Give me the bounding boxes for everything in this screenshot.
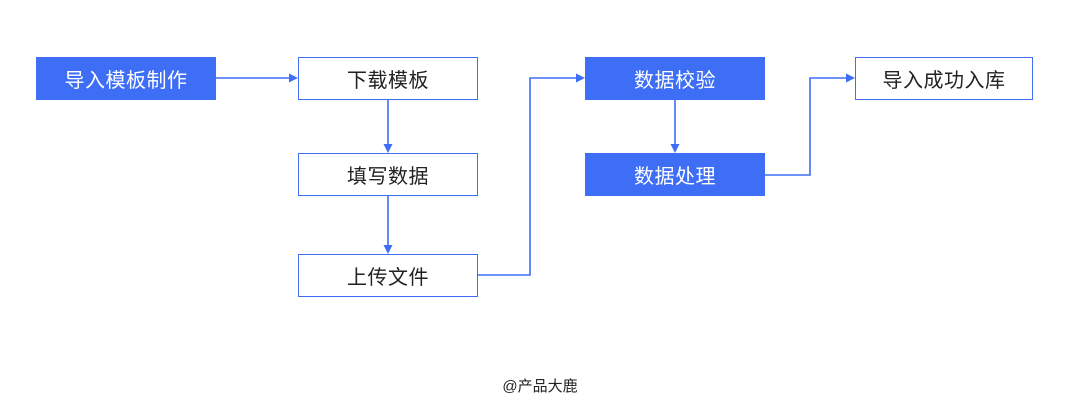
arrowhead xyxy=(576,73,585,83)
node-label: 填写数据 xyxy=(347,166,429,188)
arrowhead xyxy=(383,144,393,153)
node-fill-data: 填写数据 xyxy=(298,153,478,196)
node-label: 导入成功入库 xyxy=(882,70,1006,92)
arrow-line xyxy=(765,77,847,176)
arrow-line xyxy=(478,77,577,276)
node-data-validation: 数据校验 xyxy=(585,57,765,100)
arrowhead xyxy=(846,73,855,83)
node-download-template: 下载模板 xyxy=(298,57,478,100)
author-credit: @产品大鹿 xyxy=(502,378,578,395)
node-label: 数据处理 xyxy=(634,166,716,188)
node-label: 下载模板 xyxy=(347,70,429,92)
arrowhead xyxy=(289,73,298,83)
node-import-template-making: 导入模板制作 xyxy=(36,57,216,100)
arrow-fill-data-to-upload xyxy=(383,196,393,254)
arrow-upload-to-validation xyxy=(478,73,585,276)
node-label: 数据校验 xyxy=(634,70,716,92)
node-upload-file: 上传文件 xyxy=(298,254,478,297)
arrow-validation-to-processing xyxy=(670,100,680,153)
arrowhead xyxy=(670,144,680,153)
arrowhead xyxy=(383,245,393,254)
node-label: 上传文件 xyxy=(347,267,429,289)
arrow-download-to-fill-data xyxy=(383,100,393,153)
node-import-success: 导入成功入库 xyxy=(855,57,1033,100)
node-data-processing: 数据处理 xyxy=(585,153,765,196)
arrow-template-making-to-download xyxy=(216,73,298,83)
node-label: 导入模板制作 xyxy=(64,70,188,92)
arrow-processing-to-import-success xyxy=(765,73,855,176)
